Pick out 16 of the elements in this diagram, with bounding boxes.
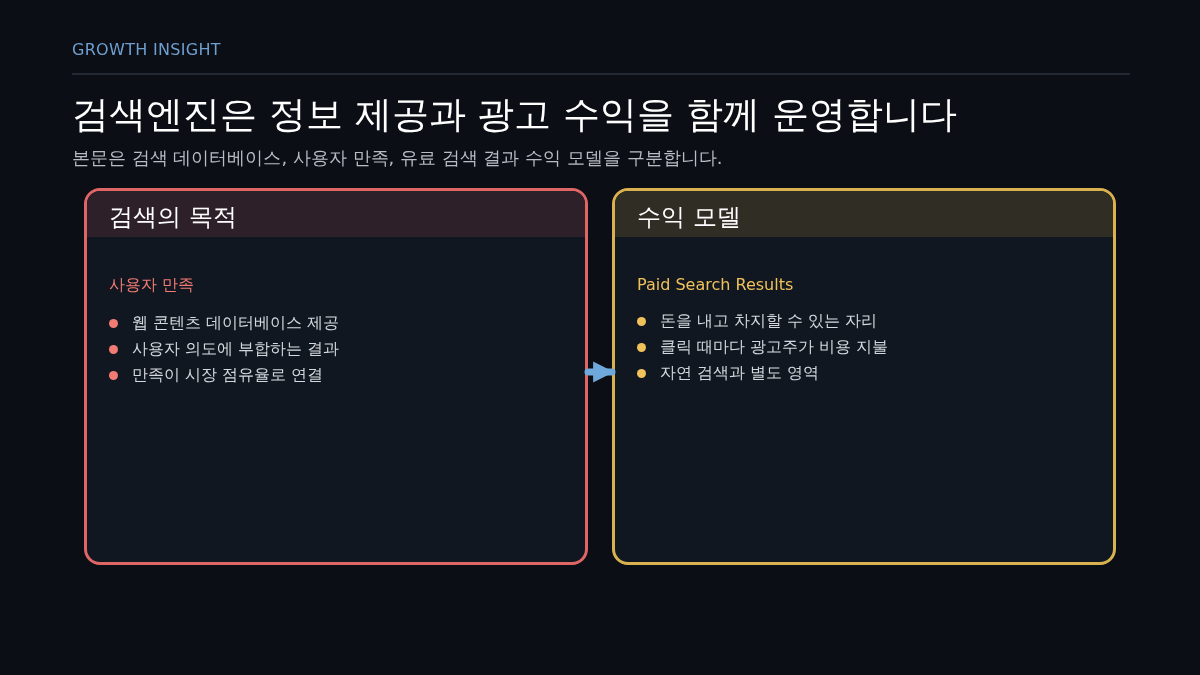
bullet-text: 클릭 때마다 광고주가 비용 지불 [660,336,889,358]
content-card [612,188,1116,565]
slide-title: 검색엔진은 정보 제공과 광고 수익을 함께 운영합니다 [72,92,957,138]
kicker-text: GROWTH INSIGHT [72,40,221,59]
card-subheading: 사용자 만족 [109,275,195,296]
bullet-text: 사용자 의도에 부합하는 결과 [132,338,340,360]
content-card [84,188,588,565]
bullet-text: 만족이 시장 점유율로 연결 [132,364,324,386]
bullet-text: 자연 검색과 별도 영역 [660,362,820,384]
card-heading: 수익 모델 [637,203,741,231]
arrow [584,361,616,383]
bullet-text: 돈을 내고 차지할 수 있는 자리 [660,310,878,332]
card-subheading: Paid Search Results [637,275,794,294]
bullet-text: 웹 콘텐츠 데이터베이스 제공 [132,312,340,334]
subtitle-text: 본문은 검색 데이터베이스, 사용자 만족, 유료 검색 결과 수익 모델을 구분합니다. [72,146,723,170]
card-heading: 검색의 목적 [109,203,237,231]
